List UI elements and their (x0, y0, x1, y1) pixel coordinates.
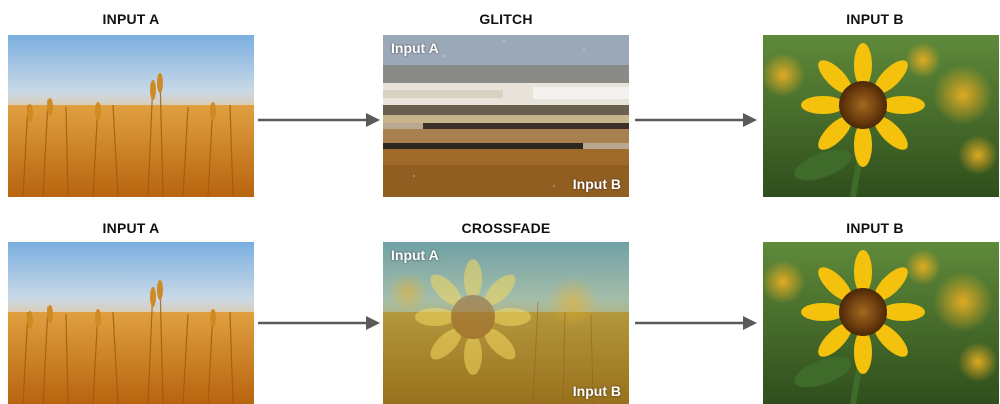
row1-glitch-overlay-b: Input B (572, 176, 621, 192)
row2-crossfade-image: Input A Input B (383, 242, 629, 404)
row1-arrow-right (635, 113, 757, 127)
row2-sunflower-image (763, 242, 999, 404)
row2-crossfade-overlay-a: Input A (391, 247, 439, 263)
row1-arrow-left (258, 113, 380, 127)
row2-crossfade-label: CROSSFADE (461, 220, 551, 236)
row2-wheat-image (8, 242, 254, 404)
row2-arrow-right (635, 316, 757, 330)
row2-input-b-label: INPUT B (846, 220, 904, 236)
row1-glitch-label: GLITCH (479, 11, 533, 27)
row2-input-a-label: INPUT A (102, 220, 160, 236)
row1-sunflower-image (763, 35, 999, 197)
row1-glitch-overlay-a: Input A (391, 40, 439, 56)
row1-glitch-image: Input A Input B (383, 35, 629, 197)
row1-input-b-label: INPUT B (846, 11, 904, 27)
row2-arrow-left (258, 316, 380, 330)
row1-wheat-image (8, 35, 254, 197)
row1-input-a-label: INPUT A (102, 11, 160, 27)
row2-crossfade-overlay-b: Input B (572, 383, 621, 399)
